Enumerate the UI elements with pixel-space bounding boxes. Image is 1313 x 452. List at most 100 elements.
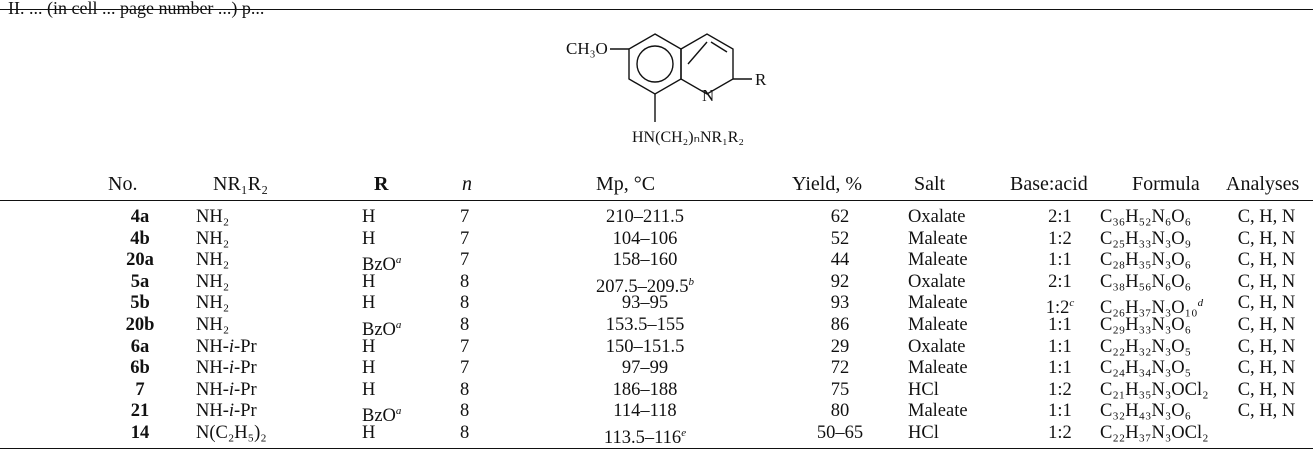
cell-salt: Oxalate (908, 336, 966, 358)
cell-mp-text: 97–99 (621, 358, 669, 379)
cell-nr1r2: NH-i-Pr (196, 400, 257, 422)
cell-r-text: H (362, 336, 376, 357)
cell-r: BzOa (362, 249, 401, 276)
cell-r: H (362, 379, 375, 401)
cell-salt-text: Maleate (908, 315, 968, 335)
cell-r-text: H (362, 228, 376, 249)
cell-yield: 75 (780, 379, 900, 401)
cell-base-acid-text: 1:2 (1048, 379, 1072, 400)
cell-r-text: BzO (362, 320, 396, 340)
r-label: R (755, 70, 767, 89)
cell-mp: 93–95 (540, 292, 750, 314)
cell-mp-text: 153.5–155 (605, 315, 685, 335)
cell-analyses-text: C, H, N (1237, 293, 1296, 314)
cell-formula-text: C₂₂H₃₇N₃OCl₂ (1100, 423, 1209, 443)
header-n: n (462, 173, 472, 195)
cell-r-text: H (362, 293, 376, 314)
cell-salt-text: Oxalate (908, 271, 966, 292)
cell-yield-text: 75 (830, 379, 850, 400)
side-chain-label: HN(CH₂)ₙNR₁R₂ (632, 129, 744, 146)
cell-n: 7 (460, 228, 469, 250)
cell-r-text: H (362, 358, 376, 379)
cell-nr1r2: NH₂ (196, 314, 229, 336)
header-nr1r2: NR₁R₂ (213, 173, 269, 195)
cell-nr1r2-text: NH-i-Pr (196, 401, 257, 422)
cell-yield: 92 (780, 271, 900, 293)
header-mp: Mp, °C (596, 173, 656, 195)
cell-formula-text: C₃₂H₄₃N₃O₆ (1100, 401, 1192, 422)
cell-yield: 93 (780, 292, 900, 314)
cell-r-footnote: a (395, 254, 402, 267)
cell-analyses-text: C, H, N (1237, 228, 1296, 249)
cell-base-acid-footnote: c (1069, 297, 1075, 310)
quinoline-structure: CH₃O N R HN(CH₂)ₙNR₁R₂ (560, 14, 820, 164)
cell-analyses: C, H, N (1220, 357, 1313, 379)
cell-mp-footnote: e (681, 427, 687, 439)
cell-compound-no-text: 21 (130, 401, 150, 422)
cell-formula: C₂₄H₃₄N₃O₅ (1100, 357, 1191, 379)
cell-mp: 186–188 (540, 379, 750, 401)
cell-compound-no: 4a (100, 206, 180, 228)
cell-nr1r2-text: NH₂ (196, 207, 230, 227)
cell-salt-text: Maleate (908, 358, 968, 379)
cell-compound-no: 5b (100, 292, 180, 314)
cell-base-acid: 1:1 (1015, 400, 1105, 422)
cell-formula: C₂₈H₃₅N₃O₆ (1100, 249, 1191, 271)
cell-salt: Oxalate (908, 271, 966, 293)
cell-r: H (362, 206, 375, 228)
cell-formula: C₃₆H₅₂N₆O₆ (1100, 206, 1191, 228)
cell-nr1r2: NH₂ (196, 249, 229, 271)
cell-salt: Maleate (908, 357, 968, 379)
cell-salt: HCl (908, 379, 939, 401)
cell-yield: 44 (780, 249, 900, 271)
cell-formula-text: C₂₄H₃₄N₃O₅ (1100, 358, 1192, 379)
cell-mp: 158–160 (540, 249, 750, 271)
header-yield: Yield, % (792, 173, 862, 195)
cell-r: H (362, 357, 375, 379)
cell-base-acid: 1:2c (1015, 292, 1105, 319)
cell-r: H (362, 271, 375, 293)
cell-mp: 150–151.5 (540, 336, 750, 358)
cell-base-acid-text: 1:1 (1048, 336, 1072, 357)
cell-formula-footnote: d (1197, 297, 1204, 310)
cell-salt: HCl (908, 422, 939, 444)
cell-r: BzOa (362, 314, 401, 341)
cell-yield-text: 86 (830, 315, 850, 335)
cell-yield-text: 44 (830, 250, 850, 271)
cell-formula: C₂₂H₃₂N₃O₅ (1100, 336, 1191, 358)
cell-r-text: H (362, 423, 376, 443)
cell-n-text: 8 (460, 401, 470, 422)
cell-nr1r2: NH-i-Pr (196, 357, 257, 379)
cell-mp-text: 113.5–116 (603, 428, 682, 448)
cell-mp-text: 186–188 (612, 379, 678, 400)
cell-formula-text: C₂₈H₃₅N₃O₆ (1100, 250, 1192, 271)
cell-nr1r2: NH-i-Pr (196, 379, 257, 401)
cell-salt-text: HCl (908, 379, 939, 400)
header-rule (0, 200, 1313, 201)
cell-base-acid: 1:1 (1015, 314, 1105, 336)
cell-base-acid: 2:1 (1015, 206, 1105, 228)
cell-analyses-text: C, H, N (1237, 401, 1296, 422)
cell-r-footnote: a (395, 319, 402, 331)
cell-salt-text: Maleate (908, 401, 968, 422)
cell-compound-no-text: 20a (126, 250, 154, 271)
cell-n: 7 (460, 206, 469, 228)
cell-n: 8 (460, 271, 469, 293)
cell-r: H (362, 336, 375, 358)
cell-salt: Maleate (908, 292, 968, 314)
cell-salt-text: Maleate (908, 250, 968, 271)
cell-base-acid: 1:1 (1015, 249, 1105, 271)
cell-compound-no-text: 6b (130, 358, 150, 379)
cell-n-text: 7 (460, 250, 470, 271)
cell-analyses: C, H, N (1220, 336, 1313, 358)
cell-yield: 29 (780, 336, 900, 358)
cell-compound-no-text: 5b (130, 293, 150, 314)
cell-formula: C₂₁H₃₅N₃OCl₂ (1100, 379, 1209, 401)
bottom-rule (0, 448, 1313, 449)
